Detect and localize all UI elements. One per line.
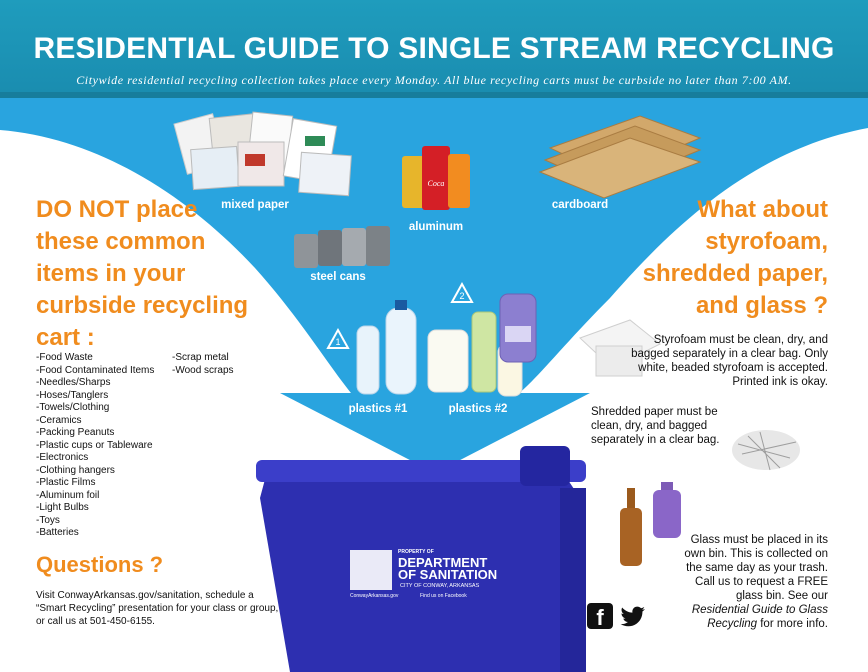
label-steel-cans: steel cans xyxy=(310,271,366,283)
questions-heading: Questions ? xyxy=(36,552,164,577)
plastic-bottles-image xyxy=(356,300,417,395)
list-item: -Wood scraps xyxy=(172,364,234,376)
glass-text-part1: Glass must be placed in its own bin. Thi… xyxy=(684,534,828,602)
list-item: -Food Waste xyxy=(36,352,93,363)
list-item: -Plastic cups or Tableware xyxy=(36,439,153,451)
recycling-cart-image xyxy=(256,446,586,672)
prohibited-list-col2: -Scrap metal -Wood scraps xyxy=(172,352,234,377)
label-plastics-1: plastics #1 xyxy=(348,403,408,415)
list-item: -Batteries xyxy=(36,527,79,538)
aluminum-cans-image: Coca xyxy=(402,146,470,210)
recycle-icon xyxy=(326,281,474,349)
what-about-heading: What about styrofoam, shredded paper, an… xyxy=(642,196,828,319)
page-title: RESIDENTIAL GUIDE TO SINGLE STREAM RECYC… xyxy=(33,32,835,65)
glass-text-part2: for more info. xyxy=(757,618,828,630)
plastic-jugs-image xyxy=(427,293,537,397)
label-aluminum: aluminum xyxy=(408,221,464,233)
label-cardboard: cardboard xyxy=(551,199,609,211)
recycle-number-1: 1 xyxy=(335,337,340,347)
list-item: -Electronics xyxy=(36,452,89,463)
steel-cans-image xyxy=(294,226,390,268)
cart-website-label: ConwayArkansas.gov xyxy=(350,593,399,599)
twitter-icon[interactable] xyxy=(620,603,646,629)
prohibited-list-col1: -Food Waste -Food Contaminated Items -Ne… xyxy=(36,352,154,540)
list-item: -Scrap metal xyxy=(172,352,229,363)
glass-text: Glass must be placed in its own bin. Thi… xyxy=(678,533,828,631)
mixed-paper-image xyxy=(173,111,352,197)
cart-facebook-label: Find us on Facebook xyxy=(420,593,467,599)
cart-property-label: PROPERTY OF xyxy=(398,549,434,555)
label-plastics-2: plastics #2 xyxy=(448,403,508,415)
svg-text:Coca: Coca xyxy=(428,179,445,188)
cardboard-image xyxy=(538,115,702,199)
label-mixed-paper: mixed paper xyxy=(221,199,289,211)
contact-text: Visit ConwayArkansas.gov/sanitation, sch… xyxy=(36,590,279,627)
list-item: -Clothing hangers xyxy=(36,464,115,476)
styrofoam-image xyxy=(579,319,661,377)
glass-bottles-image xyxy=(620,482,681,566)
list-item: -Plastic Films xyxy=(36,477,96,488)
list-item: -Light Bulbs xyxy=(36,502,89,513)
list-item: -Ceramics xyxy=(36,414,82,426)
recycle-number-2: 2 xyxy=(459,291,464,301)
glass-guide-reference: Residential Guide to Glass Recycling xyxy=(691,604,828,630)
blue-background: Coca 1 2 xyxy=(0,98,868,672)
shredded-paper-image xyxy=(732,430,800,471)
styrofoam-text: Styrofoam must be clean, dry, and bagged… xyxy=(631,334,828,388)
shredded-paper-text: Shredded paper must be clean, dry, and b… xyxy=(591,406,720,446)
list-item: -Food Contaminated Items xyxy=(36,364,155,376)
list-item: -Hoses/Tanglers xyxy=(36,389,109,401)
facebook-icon[interactable]: f xyxy=(587,603,613,630)
do-not-heading: DO NOT place these common items in your … xyxy=(36,196,249,351)
cart-department-line2: OF SANITATION xyxy=(398,567,498,582)
list-item: -Toys xyxy=(36,514,60,526)
list-item: -Towels/Clothing xyxy=(36,402,110,413)
page-subtitle: Citywide residential recycling collectio… xyxy=(76,73,792,87)
list-item: -Packing Peanuts xyxy=(36,427,115,438)
cart-department-line1: DEPARTMENT xyxy=(398,555,488,570)
list-item: -Aluminum foil xyxy=(36,489,100,501)
cart-city-label: CITY OF CONWAY, ARKANSAS xyxy=(400,583,480,589)
list-item: -Needles/Sharps xyxy=(36,377,111,388)
header-banner: RESIDENTIAL GUIDE TO SINGLE STREAM RECYC… xyxy=(0,0,868,98)
